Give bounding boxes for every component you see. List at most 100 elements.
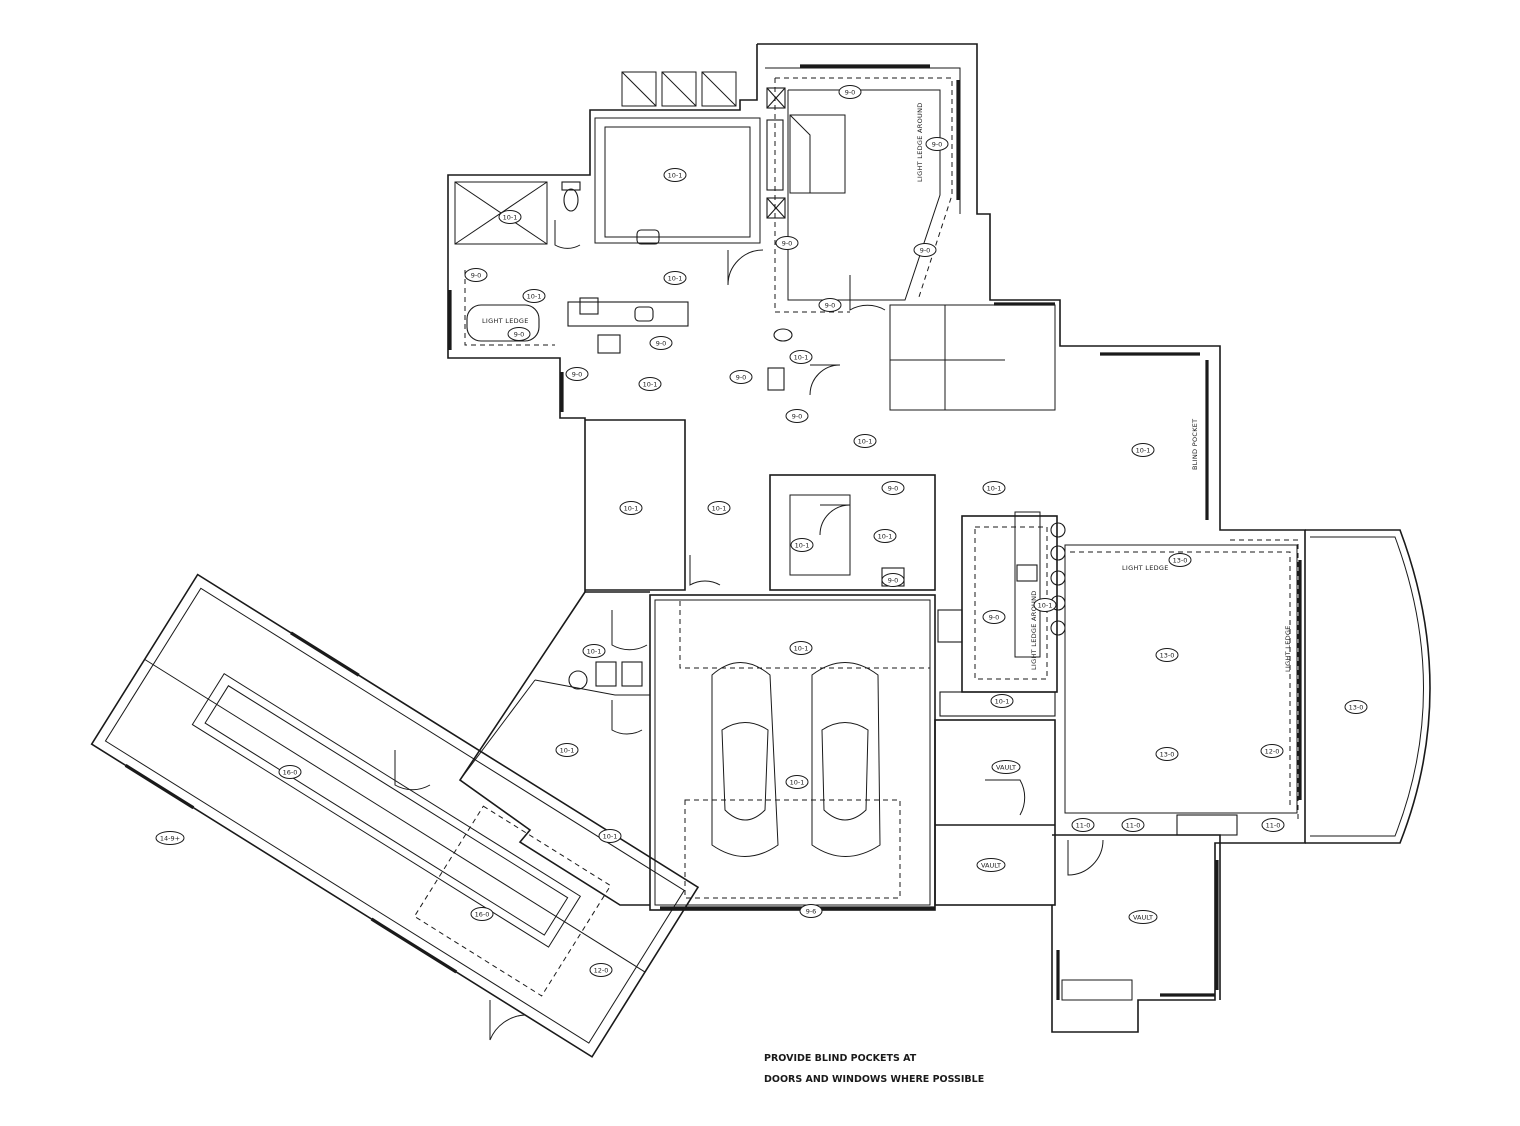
ceiling-tag-ellipse — [789, 641, 813, 655]
skylights — [621, 71, 737, 107]
light-ledge-dining-label: LIGHT LEDGE — [1122, 564, 1169, 572]
ceiling-tag-text: 10-1 — [1136, 446, 1151, 454]
ceiling-tag-ellipse — [464, 268, 488, 282]
ceiling-tag-text: 9-0 — [514, 330, 525, 338]
ceiling-tag-ellipse — [790, 538, 814, 552]
ceiling-tag-ellipse — [470, 907, 494, 921]
ceiling-tag-ellipse — [663, 168, 687, 182]
ceiling-tag-ellipse — [565, 367, 589, 381]
ceiling-tag-text: 10-1 — [1038, 601, 1053, 609]
ceiling-tag-ellipse — [1131, 443, 1155, 457]
ceiling-tag-hall-closet: 9-0 — [729, 370, 753, 384]
ceiling-tag-ellipse — [873, 529, 897, 543]
ceiling-tag-ellipse — [785, 775, 809, 789]
ceiling-tag-pool-room: 16-0 — [278, 765, 302, 779]
ceiling-tag-ellipse — [598, 829, 622, 843]
ceiling-tag-light-ledge-tub: 9-0 — [507, 327, 531, 341]
ceiling-tag-text: 9-0 — [471, 271, 482, 279]
ceiling-tag-text: 10-1 — [790, 778, 805, 786]
ceiling-tag-entry: 10-1 — [707, 501, 731, 515]
ceiling-tag-ellipse — [522, 289, 546, 303]
ceiling-tag-text: 10-1 — [878, 532, 893, 540]
ceiling-tag-garage-door: 9-6 — [799, 904, 823, 918]
ceiling-tag-ellipse — [1155, 648, 1179, 662]
ceiling-tag-kitchen-bottom: 10-1 — [990, 694, 1014, 708]
ceiling-tag-text: 9-0 — [920, 246, 931, 254]
ceiling-tag-ellipse — [881, 573, 905, 587]
ceiling-tag-dining-lower: 13-0 — [1155, 747, 1179, 761]
ceiling-tag-text: 13-0 — [1173, 556, 1188, 564]
ceiling-tag-ellipse — [507, 327, 531, 341]
ceiling-tag-vault-b: VAULT — [976, 858, 1006, 872]
ceiling-tag-master-bedroom: 9-0 — [838, 85, 862, 99]
ceiling-tag-ellipse — [555, 743, 579, 757]
ceiling-tag-pool-corner: 12-0 — [589, 963, 613, 977]
fixtures — [466, 87, 1238, 836]
ceiling-tag-vanity: 9-0 — [649, 336, 673, 350]
ceiling-tag-text: 9-0 — [782, 239, 793, 247]
ceiling-tag-master-bedroom-door: 9-0 — [775, 236, 799, 250]
ceiling-tag-garage: 10-1 — [785, 775, 809, 789]
ceiling-tag-dining-ledge: 13-0 — [1168, 553, 1192, 567]
ceiling-tag-ellipse — [881, 481, 905, 495]
ceiling-tag-bay-a: 11-0 — [1071, 818, 1095, 832]
ceiling-tag-ellipse — [991, 760, 1021, 774]
ceiling-tag-text: 11-0 — [1266, 821, 1281, 829]
ceiling-tag-text: 10-1 — [668, 171, 683, 179]
ceiling-tag-ellipse — [818, 298, 842, 312]
ceiling-tag-ellipse — [1168, 553, 1192, 567]
ceiling-tag-garage-top: 10-1 — [789, 641, 813, 655]
ceiling-tag-pantry-top: 9-0 — [881, 481, 905, 495]
ceiling-tag-ellipse — [589, 963, 613, 977]
ceiling-tag-text: 10-1 — [987, 484, 1002, 492]
light-ledge-around-master-label: LIGHT LEDGE AROUND — [916, 102, 924, 182]
ceiling-tag-mud-lower: 10-1 — [598, 829, 622, 843]
ceiling-tag-text: VAULT — [996, 763, 1016, 771]
ceiling-tag-bay-b: 11-0 — [1121, 818, 1145, 832]
ceiling-tag-laundry: 10-1 — [555, 743, 579, 757]
ceiling-tag-great-room: 10-1 — [1131, 443, 1155, 457]
ceiling-tag-text: 10-1 — [995, 697, 1010, 705]
ceiling-tag-text: 9-0 — [825, 301, 836, 309]
ceiling-tag-ellipse — [838, 85, 862, 99]
ceiling-tag-pantry: 10-1 — [873, 529, 897, 543]
ceiling-tag-text: VAULT — [1133, 913, 1153, 921]
ceiling-tag-gallery: 10-1 — [853, 434, 877, 448]
ceiling-tag-text: 9-0 — [792, 412, 803, 420]
ceiling-tag-text: 13-0 — [1349, 703, 1364, 711]
ceiling-tag-ellipse — [1071, 818, 1095, 832]
pool-room-wing — [90, 573, 700, 1058]
ceiling-tag-text: 9-0 — [888, 576, 899, 584]
ceiling-tag-master-bedroom-side: 9-0 — [925, 137, 949, 151]
ceiling-tag-ellipse — [1155, 747, 1179, 761]
ceiling-tag-text: 9-0 — [932, 140, 943, 148]
ceiling-tag-text: 9-0 — [989, 613, 1000, 621]
ceiling-tag-text: 13-0 — [1160, 750, 1175, 758]
ceiling-tag-vault-a: VAULT — [991, 760, 1021, 774]
ceiling-tag-text: 9-0 — [572, 370, 583, 378]
ceiling-tag-closet-left: 9-0 — [565, 367, 589, 381]
ceiling-tag-text: 9-6 — [806, 907, 817, 915]
ceiling-tag-pantry-sink: 9-0 — [881, 573, 905, 587]
ceiling-tag-text: 11-0 — [1076, 821, 1091, 829]
ceiling-tag-ellipse — [638, 377, 662, 391]
ceiling-tag-ellipse — [913, 243, 937, 257]
ceiling-tag-ellipse — [278, 765, 302, 779]
windows — [448, 64, 1302, 1000]
light-ledge-tub-label: LIGHT LEDGE — [482, 317, 529, 325]
ceiling-tag-text: 9-0 — [656, 339, 667, 347]
ceiling-tag-text: 9-0 — [888, 484, 899, 492]
ceiling-tag-master-bath-tub: 10-1 — [663, 168, 687, 182]
ceiling-tag-text: 10-1 — [794, 353, 809, 361]
ceiling-tag-ellipse — [775, 236, 799, 250]
note-line-2: DOORS AND WINDOWS WHERE POSSIBLE — [764, 1074, 985, 1085]
ceiling-tag-vault-c: VAULT — [1128, 910, 1158, 924]
ceiling-tag-powder: 10-1 — [789, 350, 813, 364]
ceiling-tag-text: 10-1 — [603, 832, 618, 840]
ceiling-tag-text: 10-1 — [795, 541, 810, 549]
blind-pocket-label: BLIND POCKET — [1191, 419, 1199, 470]
ceiling-tag-bath-left-a: 9-0 — [464, 268, 488, 282]
ceiling-tag-bay-c: 11-0 — [1261, 818, 1285, 832]
ceiling-tag-text: 10-1 — [587, 647, 602, 655]
light-ledge-right-label: LIGHT LEDGE — [1284, 625, 1292, 672]
